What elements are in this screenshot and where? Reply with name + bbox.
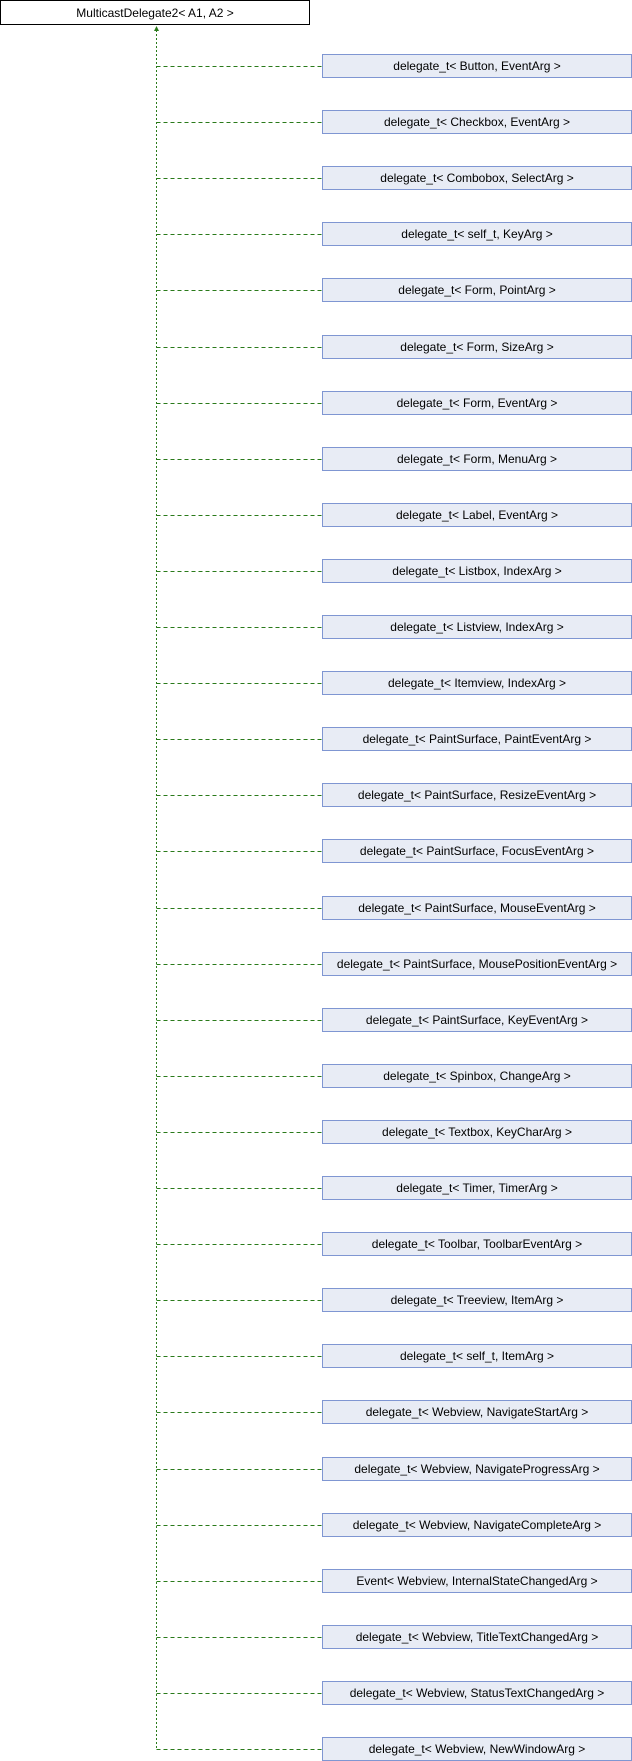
derived-class-node[interactable]: delegate_t< Combobox, SelectArg > <box>322 166 632 190</box>
derived-class-node[interactable]: delegate_t< Textbox, KeyCharArg > <box>322 1120 632 1144</box>
derived-class-node[interactable]: delegate_t< Toolbar, ToolbarEventArg > <box>322 1232 632 1256</box>
base-class-node[interactable]: MulticastDelegate2< A1, A2 > <box>0 0 310 25</box>
derived-class-node[interactable]: delegate_t< Listbox, IndexArg > <box>322 559 632 583</box>
derived-class-node[interactable]: delegate_t< Form, MenuArg > <box>322 447 632 471</box>
derived-class-node[interactable]: delegate_t< PaintSurface, MousePositionE… <box>322 952 632 976</box>
derived-class-node[interactable]: delegate_t< Webview, StatusTextChangedAr… <box>322 1681 632 1705</box>
derived-class-node[interactable]: delegate_t< Webview, TitleTextChangedArg… <box>322 1625 632 1649</box>
derived-class-node[interactable]: delegate_t< PaintSurface, FocusEventArg … <box>322 839 632 863</box>
derived-class-node[interactable]: delegate_t< Spinbox, ChangeArg > <box>322 1064 632 1088</box>
derived-class-node[interactable]: delegate_t< Webview, NavigateStartArg > <box>322 1400 632 1424</box>
derived-class-node[interactable]: delegate_t< PaintSurface, PaintEventArg … <box>322 727 632 751</box>
derived-class-node[interactable]: delegate_t< Webview, NewWindowArg > <box>322 1737 632 1761</box>
derived-class-node[interactable]: delegate_t< Webview, NavigateCompleteArg… <box>322 1513 632 1537</box>
derived-class-node[interactable]: delegate_t< Form, EventArg > <box>322 391 632 415</box>
derived-class-node[interactable]: delegate_t< PaintSurface, ResizeEventArg… <box>322 783 632 807</box>
derived-class-node[interactable]: delegate_t< Form, SizeArg > <box>322 335 632 359</box>
derived-class-node[interactable]: delegate_t< Webview, NavigateProgressArg… <box>322 1457 632 1481</box>
derived-class-node[interactable]: delegate_t< Listview, IndexArg > <box>322 615 632 639</box>
derived-class-node[interactable]: delegate_t< Checkbox, EventArg > <box>322 110 632 134</box>
derived-class-node[interactable]: delegate_t< Itemview, IndexArg > <box>322 671 632 695</box>
derived-class-node[interactable]: delegate_t< Treeview, ItemArg > <box>322 1288 632 1312</box>
derived-class-node[interactable]: delegate_t< Timer, TimerArg > <box>322 1176 632 1200</box>
derived-class-node[interactable]: Event< Webview, InternalStateChangedArg … <box>322 1569 632 1593</box>
derived-class-node[interactable]: delegate_t< Button, EventArg > <box>322 54 632 78</box>
derived-class-node[interactable]: delegate_t< self_t, ItemArg > <box>322 1344 632 1368</box>
derived-class-node[interactable]: delegate_t< Label, EventArg > <box>322 503 632 527</box>
derived-class-node[interactable]: delegate_t< PaintSurface, KeyEventArg > <box>322 1008 632 1032</box>
derived-class-node[interactable]: delegate_t< PaintSurface, MouseEventArg … <box>322 896 632 920</box>
derived-class-node[interactable]: delegate_t< Form, PointArg > <box>322 278 632 302</box>
arrowhead-icon <box>154 26 159 31</box>
derived-class-node[interactable]: delegate_t< self_t, KeyArg > <box>322 222 632 246</box>
